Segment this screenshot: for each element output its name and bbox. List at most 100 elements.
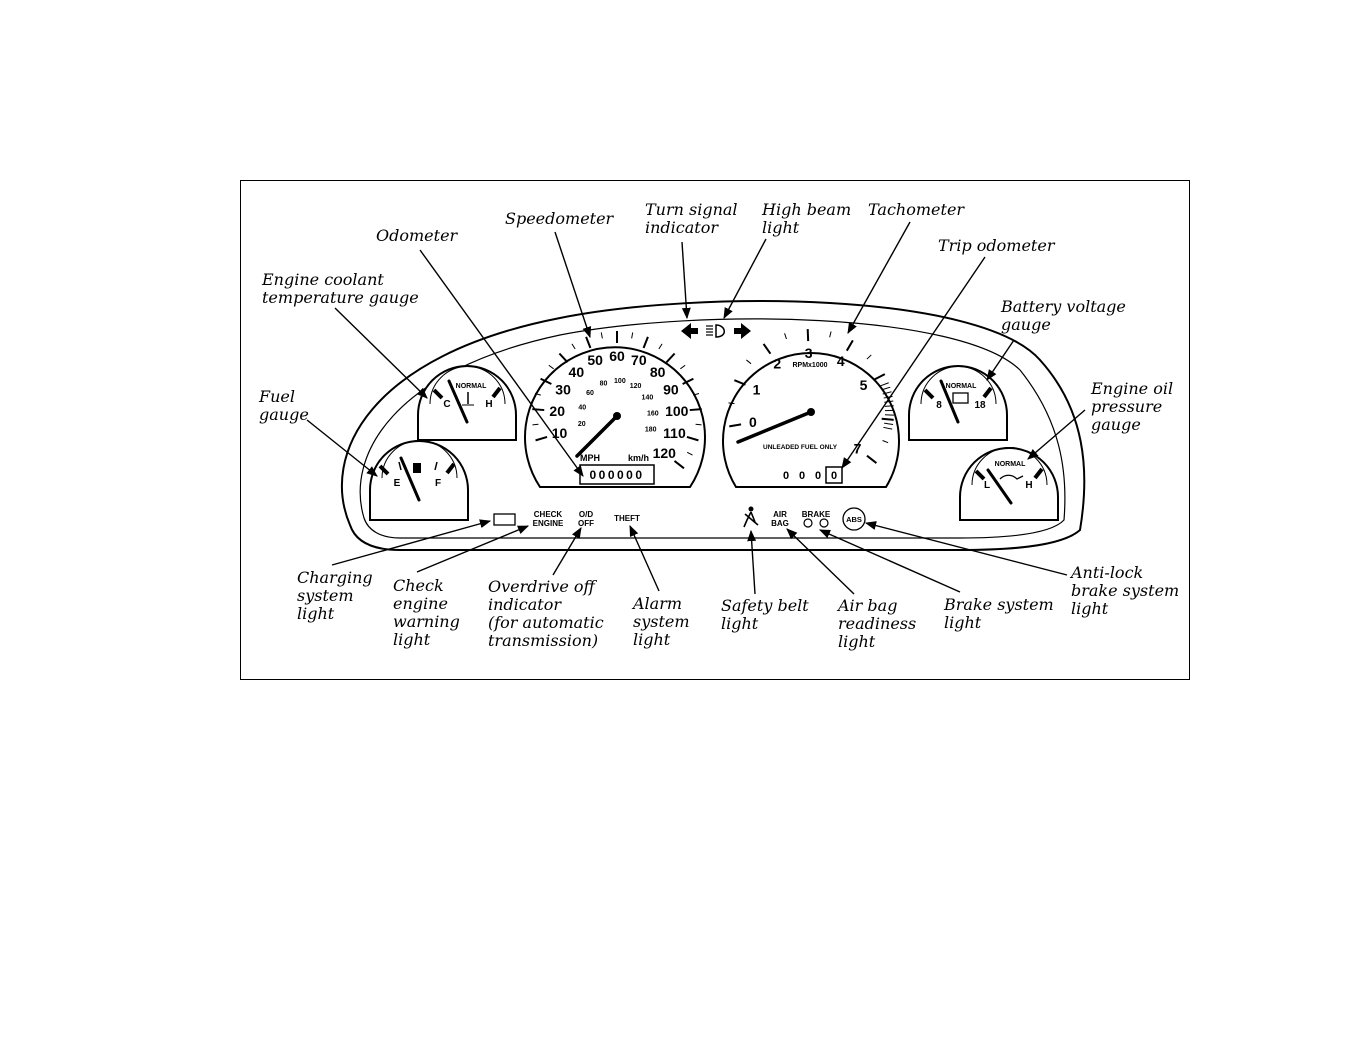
brake-callout	[818, 529, 961, 593]
fuel-f-label: F	[435, 478, 441, 489]
speedometer-mph-label: 70	[631, 352, 647, 368]
tachometer-tick	[882, 440, 889, 444]
air-bag-label: Air bag	[836, 596, 897, 615]
tachometer-label: 1	[753, 381, 761, 397]
parking-brake-icon	[819, 518, 829, 528]
overdrive-off-indicator: O/D OFF	[578, 510, 594, 528]
fuel-label: gauge	[259, 405, 309, 424]
speedometer-kmh-label: 40	[578, 405, 586, 412]
oil-high-label: H	[1025, 480, 1032, 491]
safety-belt-label: Safety belt	[721, 596, 809, 615]
check-engine-line: CHECK	[534, 510, 563, 519]
speedometer-tick	[686, 435, 699, 442]
oil-low-label: L	[984, 480, 990, 491]
battery-callout	[986, 339, 1015, 381]
tachometer-tick	[728, 402, 735, 405]
fuel-label: Fuel	[258, 387, 295, 406]
speedometer-kmh-label: 60	[586, 390, 594, 397]
turn-signal-label: indicator	[645, 218, 719, 237]
tachometer-redline-tick	[884, 422, 894, 426]
coolant-thermometer-icon	[462, 392, 474, 406]
battery-icon	[952, 392, 969, 404]
speedometer-mph-label: 60	[609, 348, 625, 364]
tachometer-label: 2	[773, 356, 781, 372]
seat-belt-icon	[748, 506, 754, 512]
turn-signal-label: Turn signal	[645, 200, 738, 219]
abs-icon	[842, 507, 866, 531]
fuel-e-label: E	[394, 478, 401, 489]
battery-low-label: 8	[936, 400, 942, 411]
speedometer-kmh-label: 80	[600, 381, 608, 388]
tachometer-label: 5	[860, 377, 868, 393]
charging-label: system	[297, 586, 354, 605]
speedometer-tick	[682, 377, 694, 385]
alarm-callout	[629, 524, 660, 592]
high-beam-label: High beam	[761, 200, 851, 219]
oil-callout	[1027, 409, 1086, 460]
oil-label: gauge	[1091, 415, 1141, 434]
tachometer-tick	[762, 343, 772, 355]
unleaded-fuel-note: UNLEADED FUEL ONLY	[763, 444, 838, 451]
tachometer-tick	[866, 354, 872, 360]
oil-label: Engine oil	[1090, 379, 1173, 398]
brake-label: BRAKE	[802, 510, 831, 519]
oil-needle	[986, 468, 1013, 505]
check-engine-label: Check	[393, 576, 444, 595]
right-turn-arrow-icon	[734, 323, 751, 339]
overdrive-line: OFF	[578, 519, 594, 528]
check-engine-label: warning	[393, 612, 460, 631]
abs-label: light	[1071, 599, 1109, 618]
abs-label: Anti-lock	[1069, 563, 1143, 582]
oil-label: pressure	[1091, 397, 1162, 416]
abs-light: ABS	[842, 507, 866, 531]
high-beam-label: light	[762, 218, 800, 237]
overdrive-line: O/D	[579, 510, 593, 519]
alarm-label: light	[633, 630, 671, 649]
speedometer-tick	[658, 343, 663, 350]
coolant-callout	[334, 307, 428, 399]
speedometer-kmh-label: 140	[642, 395, 654, 402]
check-engine-label: engine	[393, 594, 448, 613]
speedometer-tick	[540, 377, 552, 385]
battery-label: Battery voltage	[1000, 297, 1126, 316]
fuel-needle	[399, 456, 421, 502]
trip-digit: 0	[831, 470, 837, 482]
speedometer-needle	[575, 414, 619, 458]
trip-digit: 0	[815, 470, 821, 482]
brake-circle-icon	[803, 518, 813, 528]
speedometer-label: Speedometer	[505, 209, 615, 228]
tachometer-label: Tachometer	[868, 200, 965, 219]
trip-odometer-display: 0 0 0 0	[783, 466, 843, 484]
speedometer-tick	[689, 408, 702, 412]
speedometer-tick	[548, 364, 554, 370]
tachometer-label: 7	[854, 440, 862, 456]
high-beam-callout	[723, 238, 767, 319]
tachometer-redline-tick	[883, 426, 893, 430]
check-engine-callout	[416, 525, 530, 573]
coolant-h-label: H	[485, 399, 492, 410]
speedometer-tick	[558, 352, 569, 364]
callout-lines	[306, 221, 1086, 595]
overdrive-label: (for automatic	[488, 613, 604, 632]
charging-callout	[331, 519, 492, 566]
speedometer-mph-label: 40	[569, 364, 585, 380]
tachometer-tick	[829, 331, 832, 338]
tachometer-tick	[733, 379, 746, 386]
speedometer-tick	[642, 336, 649, 349]
speedometer-tick	[532, 423, 539, 426]
oil-pressure-gauge: NORMAL L H	[959, 447, 1059, 521]
alarm-label: system	[633, 612, 690, 631]
callout-labels: Odometer Speedometer Turn signal indicat…	[258, 200, 1179, 651]
charging-label: Charging	[297, 568, 373, 587]
speedometer-kmh-label: 160	[647, 410, 659, 417]
speedometer-callout	[554, 231, 592, 339]
charging-label: light	[297, 604, 335, 623]
coolant-c-label: C	[443, 399, 450, 410]
alarm-label: Alarm	[631, 594, 682, 613]
speedometer-mph-label: 120	[653, 445, 677, 461]
speedometer-mph-unit: MPH	[580, 453, 600, 463]
speedometer-mph-label: 50	[587, 352, 603, 368]
coolant-temperature-gauge: NORMAL C H	[417, 365, 517, 441]
